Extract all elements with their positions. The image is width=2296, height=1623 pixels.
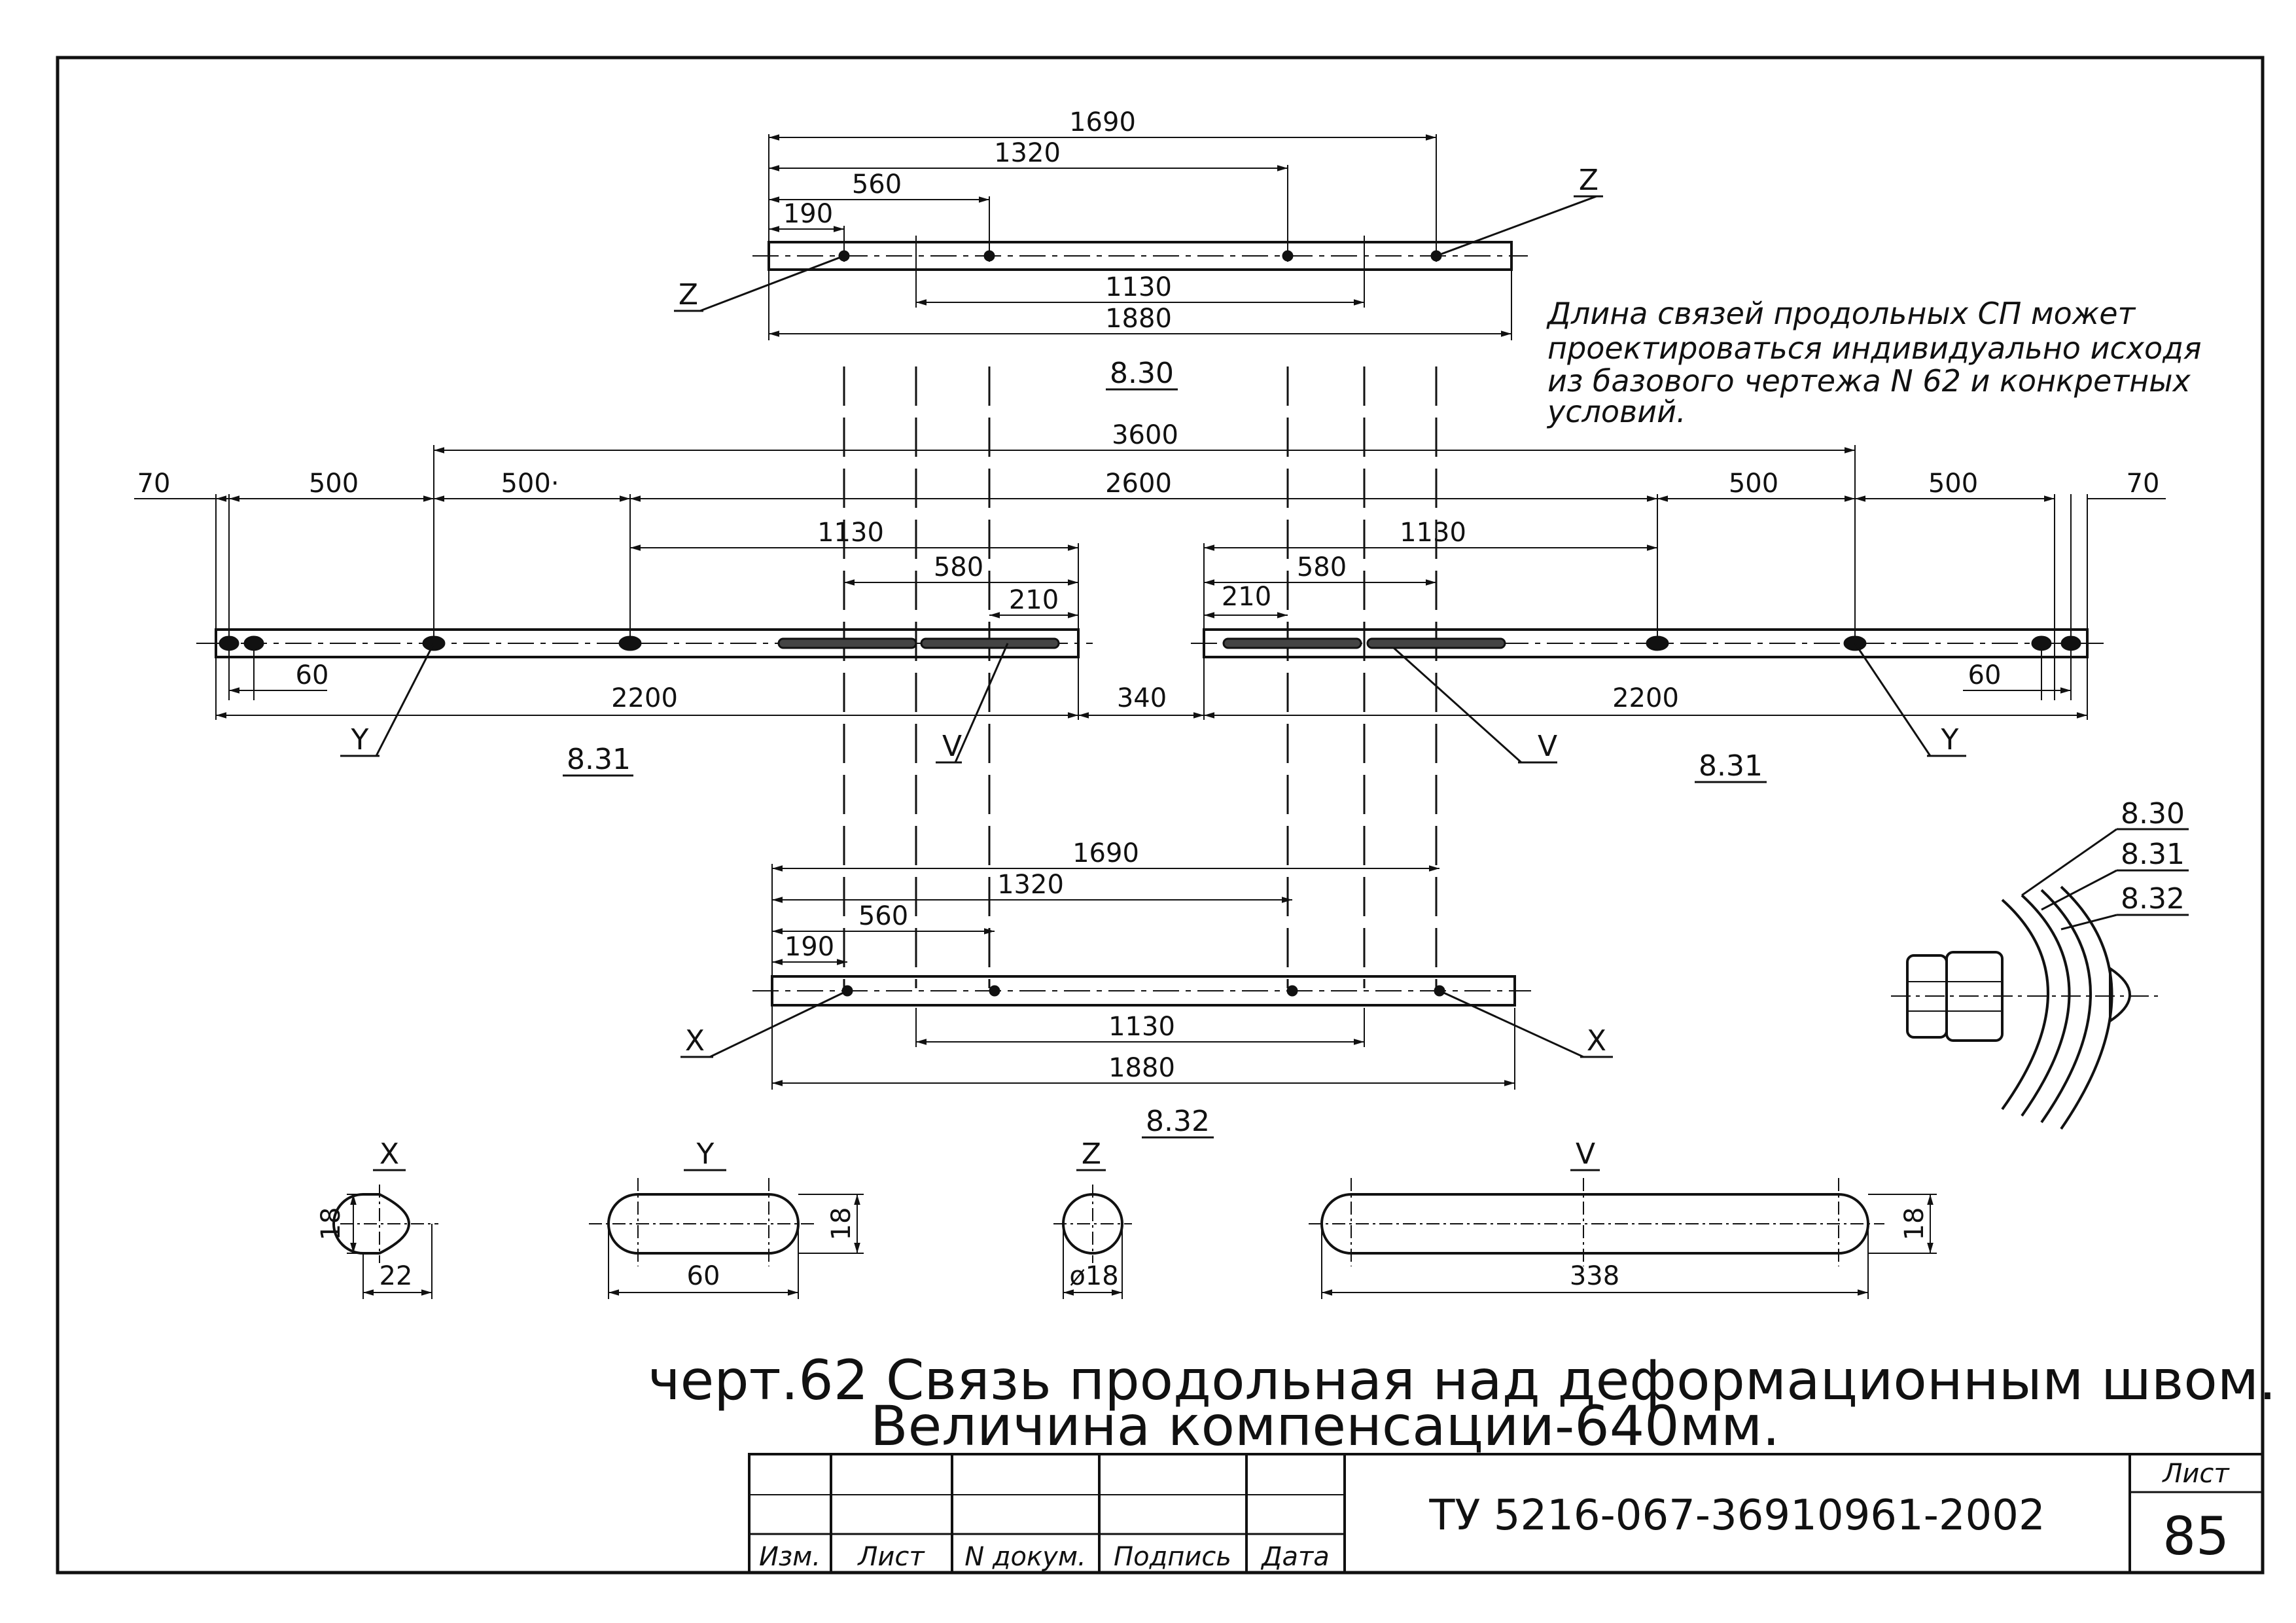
assembly-label-8-32: 8.32 xyxy=(2121,882,2185,916)
section-v-dim-338: 338 xyxy=(1570,1261,1619,1291)
title-block-header-izm: Изм. xyxy=(759,1542,821,1572)
assembly-detail xyxy=(1891,828,2189,1130)
section-v-name: V xyxy=(1576,1137,1595,1171)
dim-190-bottom: 190 xyxy=(785,932,834,962)
middle-callouts xyxy=(340,643,1966,783)
note-line-4: условий. xyxy=(1546,394,1686,429)
bar-8-31-right xyxy=(1191,628,2104,658)
dim-1880-bottom: 1880 xyxy=(1108,1053,1175,1083)
note-line-3: из базового чертежа N 62 и конкретных xyxy=(1547,363,2191,399)
dim-560-bottom: 560 xyxy=(858,901,908,931)
dim-210-left: 210 xyxy=(1009,585,1059,615)
dim-190-top: 190 xyxy=(783,199,833,229)
dim-1320-top: 1320 xyxy=(994,138,1061,168)
dim-60-left: 60 xyxy=(296,660,329,690)
dim-580-right: 580 xyxy=(1297,552,1347,582)
callout-z-right: Z xyxy=(1579,164,1598,197)
mark-8-30: 8.30 xyxy=(1110,357,1174,390)
assembly-label-8-30: 8.30 xyxy=(2121,797,2185,830)
section-y-dim-18: 18 xyxy=(826,1207,857,1241)
section-y-name: Y xyxy=(696,1137,715,1171)
section-y xyxy=(589,1169,864,1299)
sheet-number: 85 xyxy=(2163,1506,2229,1567)
dim-500-c: 500 xyxy=(1729,469,1778,499)
dim-70-right: 70 xyxy=(2127,469,2160,499)
bar-8-32 xyxy=(680,864,1613,1139)
callout-x-left: X xyxy=(685,1024,705,1058)
note-line-1: Длина связей продольных СП может xyxy=(1546,296,2136,331)
mark-8-31-left: 8.31 xyxy=(567,743,631,776)
section-y-dim-60: 60 xyxy=(687,1261,720,1291)
dim-1130-top: 1130 xyxy=(1105,272,1172,302)
callout-y-left: Y xyxy=(351,723,369,757)
dim-1320-bottom: 1320 xyxy=(997,870,1064,900)
dim-70-left: 70 xyxy=(137,469,171,499)
dim-3600: 3600 xyxy=(1112,420,1178,450)
section-v-dim-18: 18 xyxy=(1899,1207,1930,1241)
drawing-title-line-2: Величина компенсации-640мм. xyxy=(870,1394,1780,1458)
section-x-dim-22: 22 xyxy=(380,1261,413,1291)
mark-8-31-right: 8.31 xyxy=(1699,749,1763,783)
callout-z-left: Z xyxy=(679,278,698,312)
section-v xyxy=(1309,1169,1937,1299)
middle-dimensions xyxy=(134,445,2166,720)
section-x-dim-18: 18 xyxy=(316,1207,346,1241)
bar-8-30 xyxy=(674,134,1603,391)
title-block-header-date: Дата xyxy=(1260,1542,1330,1572)
dim-1130-left: 1130 xyxy=(817,518,884,548)
title-block xyxy=(748,1453,2264,1574)
dim-2600: 2600 xyxy=(1105,469,1172,499)
dim-1130-right: 1130 xyxy=(1400,518,1466,548)
callout-y-right: Y xyxy=(1941,723,1959,757)
title-block-header-doc: N докум. xyxy=(964,1542,1086,1572)
section-x xyxy=(332,1169,438,1299)
dim-1690-bottom: 1690 xyxy=(1072,838,1139,868)
dim-500-d: 500 xyxy=(1928,469,1978,499)
callout-v-right: V xyxy=(1538,730,1557,763)
dim-580-left: 580 xyxy=(934,552,983,582)
callout-x-right: X xyxy=(1587,1024,1606,1058)
note-line-2: проектироваться индивидуально исходя xyxy=(1547,330,2202,366)
dim-560-top: 560 xyxy=(852,169,902,200)
dim-500-b: 500· xyxy=(501,469,559,499)
sheet-label: Лист xyxy=(2161,1459,2230,1489)
dim-2200-left: 2200 xyxy=(611,683,678,713)
dim-340: 340 xyxy=(1117,683,1167,713)
dim-1690-top: 1690 xyxy=(1069,107,1136,137)
dim-2200-right: 2200 xyxy=(1612,683,1679,713)
section-x-name: X xyxy=(380,1137,399,1171)
dim-1130-bottom: 1130 xyxy=(1108,1012,1175,1042)
assembly-label-8-31: 8.31 xyxy=(2121,838,2185,871)
drawing-title-line-1: черт.62 Связь продольная над деформацион… xyxy=(648,1348,2276,1412)
title-block-header-list: Лист xyxy=(857,1542,925,1572)
document-code: ТУ 5216-067-36910961-2002 xyxy=(1428,1491,2045,1540)
callout-v-left: V xyxy=(942,730,962,763)
dim-60-right: 60 xyxy=(1968,660,2002,690)
alignment-lines xyxy=(843,366,1438,988)
section-z-dim-18: ø18 xyxy=(1069,1261,1118,1291)
dim-500-a: 500 xyxy=(309,469,359,499)
dim-1880-top: 1880 xyxy=(1105,304,1172,334)
title-block-header-signature: Подпись xyxy=(1114,1542,1231,1572)
dim-210-right: 210 xyxy=(1222,582,1271,612)
mark-8-32: 8.32 xyxy=(1146,1105,1210,1138)
section-z-name: Z xyxy=(1082,1137,1101,1171)
section-z xyxy=(1053,1169,1132,1299)
bar-8-31-left xyxy=(196,628,1093,658)
